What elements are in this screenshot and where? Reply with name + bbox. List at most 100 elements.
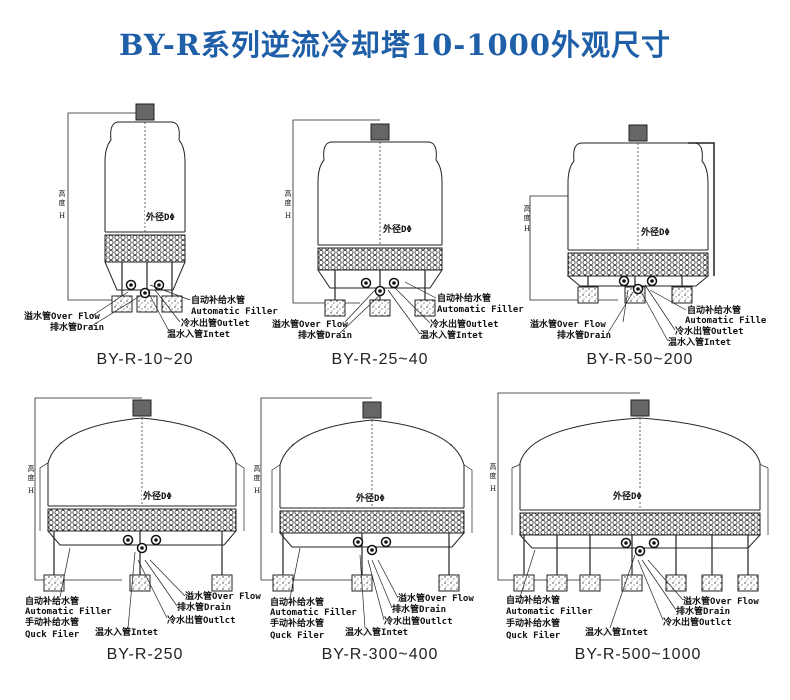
leader-line: [289, 547, 301, 599]
pipe-connection-core: [143, 291, 147, 295]
leader-line: [394, 287, 431, 324]
concrete-footing: [324, 299, 346, 317]
auto-filler-label-cn: 自动补给水管: [25, 597, 80, 607]
concrete-footing: [579, 574, 601, 592]
leader-line: [154, 289, 181, 323]
auto-filler-label-en: Automatic Filler: [506, 607, 593, 617]
inlet-label: 温水入管Intet: [167, 330, 231, 340]
outlet-label: 冷水出管Outlet: [430, 320, 499, 330]
fan-motor-icon: [135, 103, 155, 121]
concrete-footing: [546, 574, 568, 592]
page-title: BY-R系列逆流冷却塔10-1000外观尺寸: [118, 28, 672, 62]
tower-drawing-6: [497, 392, 769, 592]
leader-line: [622, 289, 629, 323]
inlet-label: 温水入管Intet: [668, 338, 732, 348]
leader-line: [387, 289, 421, 335]
fan-motor-icon: [630, 399, 650, 417]
water-basin: [278, 532, 466, 548]
diameter-label: 外径DΦ: [145, 210, 176, 223]
leader-line: [89, 295, 141, 328]
leader-line: [639, 289, 669, 342]
concrete-footing: [111, 295, 133, 313]
leader-line: [59, 547, 71, 598]
leader-line: [519, 549, 536, 598]
pipe-connection-core: [126, 538, 130, 542]
model-caption: BY-R-50~200: [586, 351, 694, 368]
fan-motor-icon: [370, 123, 390, 141]
pipe-connection-core: [384, 540, 388, 544]
pipe-connection-core: [157, 283, 161, 287]
inlet-label: 温水入管Intet: [95, 628, 159, 638]
pipe-connection-core: [652, 541, 656, 545]
quick-filler-label-en: Quck Filer: [506, 631, 561, 641]
leader-line: [637, 559, 664, 621]
drain-label: 排水管Drain: [557, 331, 612, 341]
outlet-label: 冷水出管Outlet: [675, 327, 744, 337]
height-label: 高度: [253, 465, 261, 482]
tower-drawing-2: [292, 119, 443, 317]
pipe-connection-core: [154, 538, 158, 542]
concrete-footing: [211, 574, 233, 592]
leader-line: [404, 281, 437, 299]
leader-line: [367, 559, 385, 621]
auto-filler-label-cn: 自动补给水管: [270, 598, 325, 608]
concrete-footing: [621, 574, 643, 592]
quick-filler-label-cn: 手动补给水管: [506, 619, 561, 629]
leader-line: [649, 289, 687, 311]
pipe-connection-core: [638, 549, 642, 553]
height-dimension-line: [67, 112, 145, 301]
concrete-footing: [577, 286, 599, 304]
height-symbol: H: [27, 487, 35, 495]
auto-filler-label-en: Automatic Fille: [685, 316, 767, 326]
auto-filler-label-cn: 自动补给水管: [506, 596, 561, 606]
concrete-footing: [129, 574, 151, 592]
drain-label: 排水管Drain: [177, 603, 232, 613]
diameter-label: 外径DΦ: [382, 222, 413, 235]
drain-label: 排水管Drain: [392, 605, 447, 615]
outlet-label: 冷水出管Outlct: [167, 616, 236, 626]
leader-line: [137, 559, 168, 619]
pipe-connection-core: [129, 283, 133, 287]
concrete-footing: [272, 574, 294, 592]
model-caption: BY-R-250: [106, 646, 184, 663]
auto-filler-label-en: Automatic Filler: [270, 608, 357, 618]
height-dimension-line: [260, 397, 372, 581]
overflow-label: 溢水管Over Flow: [683, 597, 759, 607]
leader-line: [647, 559, 684, 601]
leader-line: [641, 559, 677, 611]
overflow-label: 溢水管Over Flow: [185, 592, 261, 602]
tower-drawing-1: [67, 103, 186, 313]
diameter-label: 外径DΦ: [640, 225, 671, 238]
fan-motor-icon: [628, 124, 648, 142]
height-symbol: H: [489, 485, 497, 493]
quick-filler-label-en: Quck Filer: [25, 630, 80, 640]
leader-line: [149, 559, 186, 597]
filler-media: [567, 252, 709, 277]
overflow-label: 溢水管Over Flow: [272, 320, 348, 330]
model-caption: BY-R-500~1000: [574, 646, 702, 663]
auto-filler-label-en: Automatic Filler: [437, 305, 524, 315]
pipe-connection-core: [650, 279, 654, 283]
auto-filler-label-cn: 自动补给水管: [437, 294, 492, 304]
filler-media: [279, 510, 465, 534]
height-label: 高度: [58, 190, 66, 207]
filler-media: [47, 508, 237, 532]
model-caption: BY-R-10~20: [96, 351, 194, 368]
pipe-connection-core: [392, 281, 396, 285]
fan-motor-icon: [362, 401, 382, 419]
water-basin: [46, 530, 238, 546]
leader-line: [644, 284, 676, 331]
model-caption: BY-R-25~40: [331, 351, 429, 368]
leader-line: [127, 551, 136, 629]
ladder-frame: [688, 142, 715, 276]
concrete-footing: [161, 295, 183, 313]
auto-filler-label-en: Automatic Filler: [25, 607, 112, 617]
height-symbol: H: [253, 487, 261, 495]
concrete-footing: [414, 299, 436, 317]
quick-filler-label-cn: 手动补给水管: [25, 618, 80, 628]
inlet-label: 温水入管Intet: [345, 628, 409, 638]
leader-line: [344, 289, 376, 323]
leader-line: [607, 291, 634, 334]
outlet-label: 冷水出管Outlct: [663, 618, 732, 628]
